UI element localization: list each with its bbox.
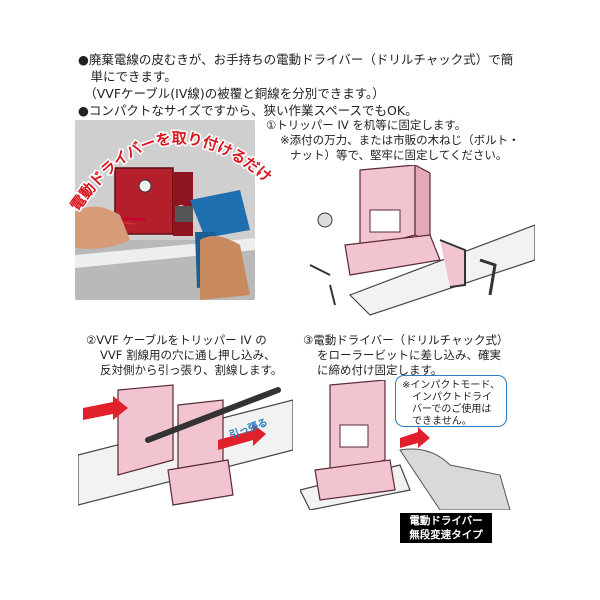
- photo-arc-label: 電動ドライバーを取り付けるだけ: [65, 128, 275, 216]
- banner-line-1: 電動ドライバー: [409, 515, 483, 527]
- step2-line-2: VVF 割線用の穴に通し押し込み、: [100, 348, 276, 362]
- step3-line-3: に締め付け固定します。: [317, 363, 443, 377]
- step3-line-2: をローラービットに差し込み、確実: [317, 348, 501, 362]
- step2-line-1: ②VVF ケーブルをトリッパー IV の: [86, 333, 267, 347]
- step2-line-3: 反対側から引っ張り、割線します。: [100, 363, 283, 377]
- step3-illustration: [300, 380, 511, 510]
- warning-line-3: バーでのご使用は: [412, 404, 492, 415]
- warning-line-4: できません。: [412, 416, 472, 427]
- product-photo: [75, 120, 255, 300]
- warning-box: ※インパクトモード、 インパクトドライ バーでのご使用は できません。: [395, 375, 507, 427]
- product-type-banner: 電動ドライバー 無段変速タイプ: [400, 513, 492, 543]
- step2-illustration: [78, 384, 293, 506]
- step1-line-1: ①トリッパー IV を机等に固定します。: [266, 118, 467, 132]
- intro-line-3: （VVFケーブル(IV線)の被覆と銅線を分別できます。）: [78, 86, 385, 101]
- warning-line-1: ※インパクトモード、: [402, 380, 500, 391]
- svg-text:電動ドライバーを取り付けるだけ: 電動ドライバーを取り付けるだけ: [67, 129, 275, 214]
- intro-line-1: ●廃棄電線の皮むきが、お手持ちの電動ドライバー（ドリルチャック式）で簡: [78, 52, 514, 67]
- warning-line-2: インパクトドライ: [412, 392, 492, 403]
- step1-line-3: ナット）等で、堅牢に固定してください。: [290, 148, 508, 162]
- step1-illustration: [309, 165, 535, 316]
- step1-line-2: ※添付の万力、または市販の木ねじ（ボルト・: [280, 133, 520, 147]
- photo-illustration: [75, 120, 255, 300]
- photo-arc-text: 電動ドライバーを取り付けるだけ: [65, 128, 275, 216]
- step3-line-1: ③電動ドライバー（ドリルチャック式）: [303, 333, 509, 347]
- banner-line-2: 無段変速タイプ: [409, 529, 483, 541]
- intro-line-4: ●コンパクトなサイズですから、狭い作業スペースでもOK。: [78, 103, 418, 118]
- intro-line-2: 単にできます。: [78, 69, 177, 84]
